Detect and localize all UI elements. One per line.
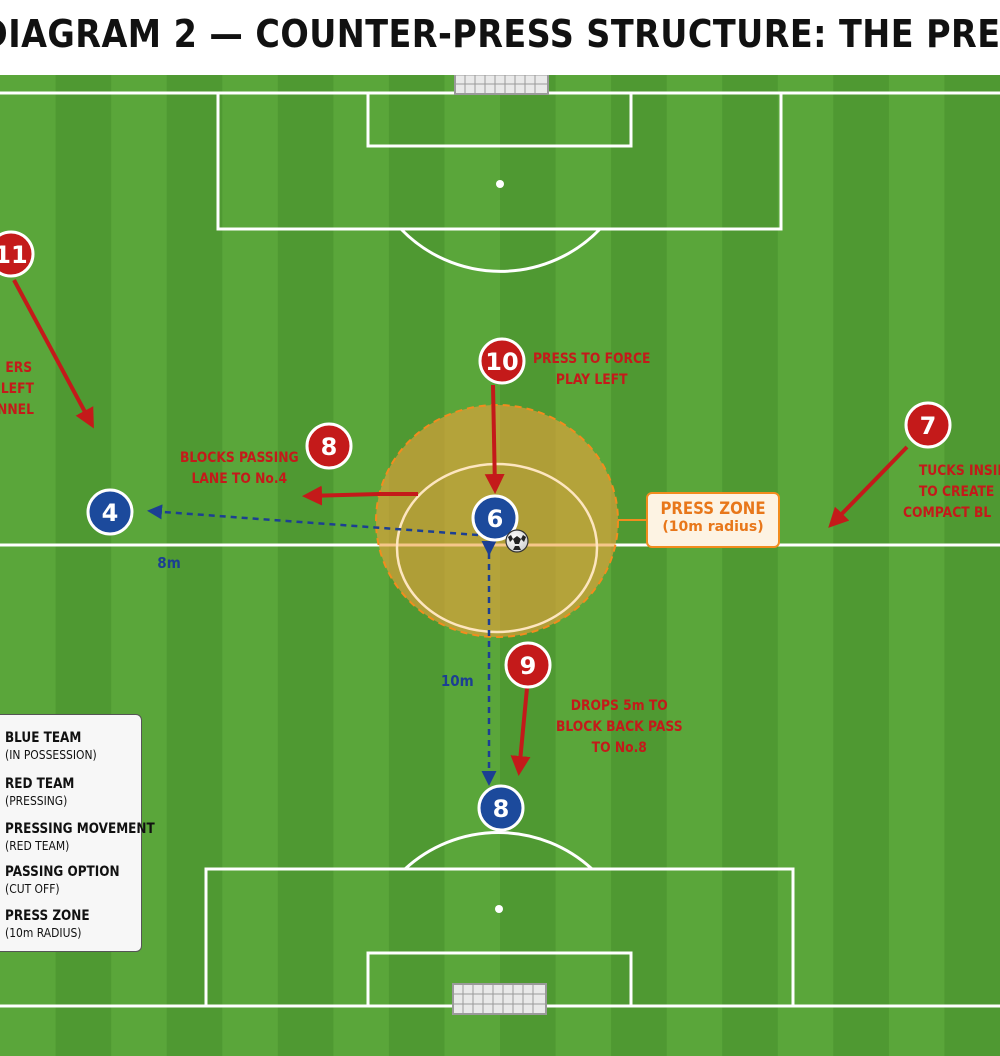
blue-player-8-number: 8 xyxy=(493,795,510,823)
legend-item-press-zone: PRESS ZONE(10m RADIUS) xyxy=(5,908,90,940)
grass-stripe xyxy=(611,75,667,1056)
annotation-no10: PRESS TO FORCE PLAY LEFT xyxy=(533,351,651,388)
press-arrow-7 xyxy=(828,445,909,528)
annotation-no8: BLOCKS PASSING LANE TO No.4 xyxy=(180,450,299,487)
red-player-7-number: 7 xyxy=(920,412,937,440)
distance-label-no8: 10m xyxy=(440,672,474,690)
distance-label-no4: 8m xyxy=(157,554,181,572)
grass-stripe xyxy=(722,75,778,1056)
legend-item-blue-team: BLUE TEAM(IN POSSESSION) xyxy=(5,730,97,762)
penalty-arc-bottom xyxy=(403,831,594,871)
diagram-title: DIAGRAM 2 — COUNTER-PRESS STRUCTURE: THE… xyxy=(0,12,1000,56)
penalty-spot-top xyxy=(496,180,504,188)
blue-player-4-number: 4 xyxy=(102,499,119,527)
penalty-spot-bottom xyxy=(495,905,503,913)
red-player-9-number: 9 xyxy=(520,652,537,680)
title-bar: DIAGRAM 2 — COUNTER-PRESS STRUCTURE: THE… xyxy=(0,0,1000,75)
pressing-movements xyxy=(12,279,909,776)
legend-item-passing-option: PASSING OPTION(CUT OFF) xyxy=(5,864,120,896)
blue-player-6-number: 6 xyxy=(487,505,504,533)
red-player-11-number: 11 xyxy=(0,241,28,269)
press-arrow-9 xyxy=(510,687,531,776)
red-player-7[interactable]: 7 xyxy=(904,401,952,449)
legend: BLUE TEAM(IN POSSESSION) RED TEAM(PRESSI… xyxy=(0,714,155,952)
ball-icon xyxy=(505,529,529,553)
grass-stripe xyxy=(277,75,334,1056)
red-player-8[interactable]: 8 xyxy=(305,422,353,470)
legend-item-pressing-movement: PRESSING MOVEMENT(RED TEAM) xyxy=(5,821,155,853)
press-arrow-8 xyxy=(302,485,418,506)
penalty-arc-top xyxy=(399,227,602,273)
press-zone-subtitle: (10m radius) xyxy=(662,519,764,535)
press-arrow-10 xyxy=(484,384,505,494)
passing-options xyxy=(147,504,497,786)
red-player-10-number: 10 xyxy=(485,348,518,376)
blue-team: 4 6 8 xyxy=(86,488,525,832)
blue-player-8[interactable]: 8 xyxy=(477,784,525,832)
red-player-8-number: 8 xyxy=(321,433,338,461)
blue-player-6[interactable]: 6 xyxy=(471,494,519,542)
red-player-11[interactable]: 11 xyxy=(0,230,35,278)
press-zone-label: PRESS ZONE (10m radius) xyxy=(646,492,780,548)
press-arrow-11 xyxy=(12,279,94,429)
red-player-10[interactable]: 10 xyxy=(478,337,526,385)
annotation-no9: DROPS 5m TO BLOCK BACK PASS TO No.8 xyxy=(556,698,683,756)
grass-stripe xyxy=(944,75,1000,1056)
red-team: 11 10 8 7 9 xyxy=(0,230,952,689)
annotation-no7: TUCKS INSID TO CREATE COMPACT BL xyxy=(903,463,1000,521)
grass-stripe xyxy=(166,75,223,1056)
blue-player-4[interactable]: 4 xyxy=(86,488,134,536)
grass-stripe xyxy=(833,75,889,1056)
annotation-no11: ERS LEFT NNEL xyxy=(0,360,34,418)
goal-bottom xyxy=(452,983,547,1015)
press-zone-title: PRESS ZONE xyxy=(660,499,766,519)
legend-item-red-team: RED TEAM(PRESSING) xyxy=(5,776,75,808)
red-player-9[interactable]: 9 xyxy=(504,641,552,689)
